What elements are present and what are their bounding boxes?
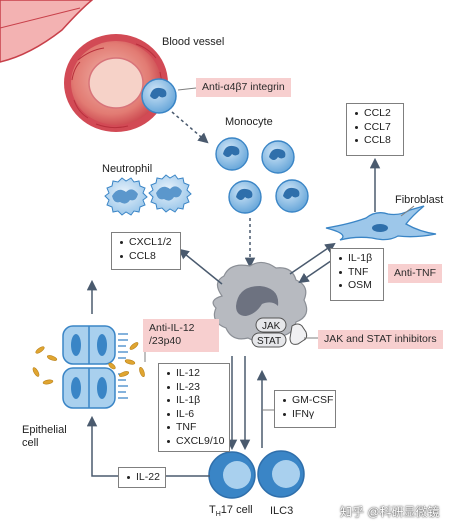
list-item: IL-22	[127, 471, 160, 485]
stat-label: STAT	[257, 336, 282, 347]
list-item: TNF	[339, 266, 377, 280]
epithelial-label-line2: cell	[22, 437, 39, 449]
drug-anti-il12-23: Anti-IL-12 /23p40	[143, 319, 219, 352]
epithelial-label-line1: Epithelial	[22, 424, 67, 436]
list-item: CCL7	[355, 121, 397, 135]
list-item: IL-23	[167, 381, 223, 395]
arrow-macrophage-to-fibroblast	[289, 242, 336, 275]
th17-label: TH17 cell	[209, 504, 253, 519]
fibroblast-chemokines-box: CCL2 CCL7 CCL8	[346, 103, 404, 156]
blood-vessel	[0, 0, 168, 132]
list-item: CCL2	[355, 107, 397, 121]
fibroblast-inputs-box: IL-1β TNF OSM	[330, 248, 384, 301]
neutrophil-chemokines-box: CXCL1/2 CCL8	[111, 232, 181, 270]
arrow-macrophage-to-neutrophil	[178, 248, 223, 285]
list-item: CCL8	[355, 134, 397, 148]
list-item: GM-CSF	[283, 394, 333, 408]
list-item: TNF	[167, 421, 223, 435]
macrophage-cell	[212, 261, 308, 348]
list-item: IL-1β	[339, 252, 377, 266]
list-item: OSM	[339, 279, 377, 293]
list-item: IL-1β	[167, 394, 223, 408]
epithelial-cells	[62, 325, 128, 409]
bacteria	[32, 342, 145, 385]
il22-box: IL-22	[118, 467, 166, 488]
jak-label: JAK	[262, 321, 281, 332]
neutrophil-cluster	[104, 174, 192, 216]
monocyte-cluster	[215, 137, 309, 214]
fibroblast-cell	[325, 205, 437, 241]
drug-jak-stat-inhibitors: JAK and STAT inhibitors	[318, 330, 443, 349]
list-item: IL-12	[167, 367, 223, 381]
neutrophil-label: Neutrophil	[102, 163, 153, 175]
ilc3-label: ILC3	[270, 505, 294, 517]
list-item: CXCL1/2	[120, 236, 174, 250]
list-item: CXCL9/10	[167, 435, 224, 449]
drug-anti-tnf: Anti-TNF	[388, 264, 442, 283]
list-item: CCL8	[120, 250, 174, 264]
ilc3-cell	[257, 450, 305, 498]
watermark: 知乎 @科研显微镜	[340, 505, 440, 519]
blood-vessel-label: Blood vessel	[162, 36, 225, 48]
list-item: IFNγ	[283, 408, 329, 422]
drug-anti-il12-line1: Anti-IL-12	[149, 322, 195, 334]
list-item: IL-6	[167, 408, 223, 422]
arrow-il22-to-epithelial	[86, 415, 210, 477]
lymphoid-cytokines-box: GM-CSF IFNγ	[274, 390, 336, 428]
monocyte-label: Monocyte	[225, 116, 273, 128]
monocyte-in-vessel	[141, 78, 177, 114]
arrow-extravasation	[171, 111, 209, 144]
drug-anti-integrin: Anti-α4β7 integrin	[196, 78, 291, 97]
fibroblast-label: Fibroblast	[395, 194, 444, 206]
th17-cell	[208, 451, 256, 499]
drug-anti-il12-line2: /23p40	[149, 335, 182, 347]
macrophage-cytokines-box: IL-12 IL-23 IL-1β IL-6 TNF CXCL9/10	[158, 363, 230, 452]
